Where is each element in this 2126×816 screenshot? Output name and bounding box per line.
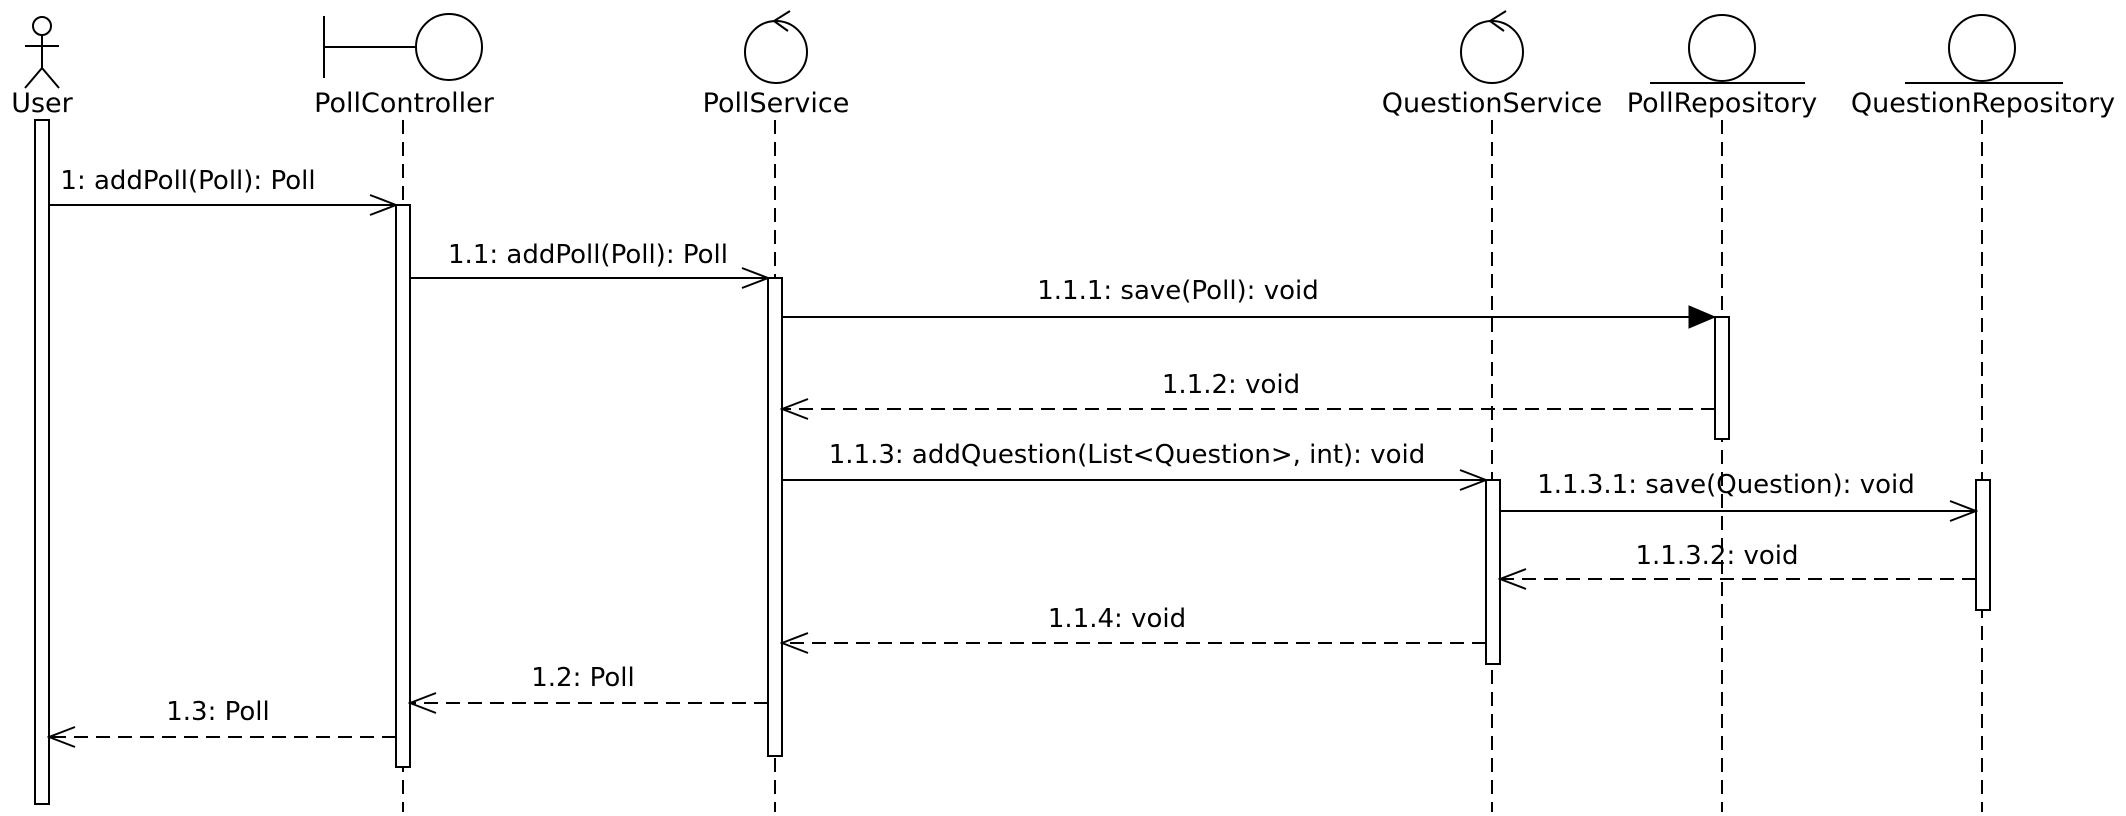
- message-label: 1.1: addPoll(Poll): Poll: [448, 240, 728, 270]
- entity-icon: [1905, 14, 2063, 84]
- participant-name-pollservice: PollService: [703, 88, 850, 119]
- boundary-icon: [323, 13, 483, 81]
- message-label: 1.1.4: void: [1048, 604, 1186, 634]
- activation-bar: [1714, 316, 1730, 440]
- message-label: 1: addPoll(Poll): Poll: [60, 166, 315, 196]
- participant-name-pollcontroller: PollController: [314, 88, 495, 119]
- message-label: 1.1.1: save(Poll): void: [1037, 276, 1318, 306]
- message-label: 1.2: Poll: [531, 663, 634, 693]
- participant-name-user: User: [11, 88, 73, 119]
- participant-name-questionrepository: QuestionRepository: [1851, 88, 2115, 119]
- message-label: 1.3: Poll: [166, 697, 269, 727]
- message-label: 1.1.3: addQuestion(List<Question>, int):…: [829, 440, 1425, 470]
- control-icon: [744, 10, 808, 84]
- actor-icon: [24, 16, 60, 89]
- activation-bar: [767, 277, 783, 757]
- message-label: 1.1.3.2: void: [1635, 541, 1798, 571]
- message-label: 1.1.2: void: [1162, 370, 1300, 400]
- control-icon: [1460, 10, 1524, 84]
- activation-bar: [1975, 479, 1991, 611]
- activation-bar: [395, 204, 411, 768]
- message-label: 1.1.3.1: save(Question): void: [1537, 470, 1914, 500]
- entity-icon: [1650, 14, 1805, 84]
- participant-name-pollrepository: PollRepository: [1627, 88, 1817, 119]
- activation-bar: [34, 119, 50, 805]
- activation-bar: [1485, 479, 1501, 665]
- participant-name-questionservice: QuestionService: [1382, 88, 1603, 119]
